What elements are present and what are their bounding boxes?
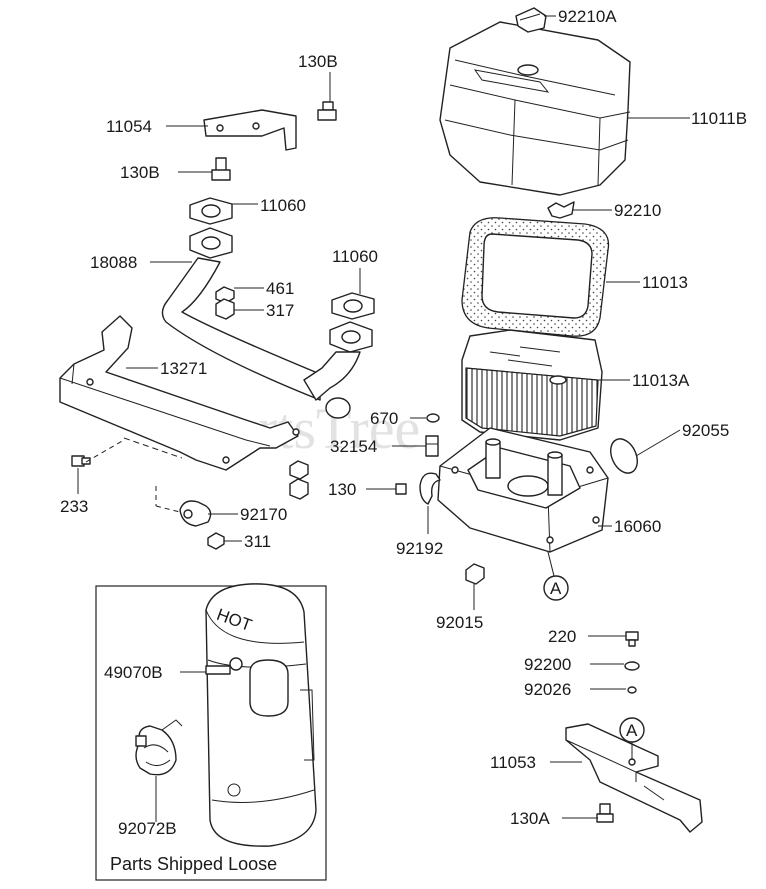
gasket-upper <box>189 197 233 225</box>
nut-b <box>289 478 309 500</box>
small-washer <box>426 413 440 423</box>
loose-parts-caption: Parts Shipped Loose <box>110 854 277 874</box>
paper-element <box>461 329 603 441</box>
label-220: 220 <box>548 627 576 646</box>
ref-a-lower-label: A <box>626 721 638 740</box>
bolt-233 <box>71 455 91 467</box>
label-11053: 11053 <box>490 753 536 772</box>
label-670: 670 <box>370 409 398 428</box>
cover-knob <box>515 7 547 33</box>
reference-circle-lower: A <box>619 717 645 743</box>
bracket-11053 <box>565 723 703 833</box>
label-233: 233 <box>60 497 88 516</box>
flange-nut <box>465 563 485 585</box>
label-11011b: 11011B <box>691 109 747 128</box>
label-130b-top: 130B <box>298 52 338 71</box>
ref-a-upper-label: A <box>550 579 562 598</box>
label-49070b: 49070B <box>104 663 163 682</box>
washer-461 <box>215 286 235 304</box>
label-317: 317 <box>266 301 294 320</box>
bolt-130a <box>596 803 614 823</box>
label-11013a: 11013A <box>632 371 690 390</box>
bolt-220 <box>625 631 639 647</box>
label-13271: 13271 <box>160 359 207 378</box>
label-16060: 16060 <box>614 517 661 536</box>
bracket-11054 <box>203 109 297 151</box>
label-92170: 92170 <box>240 505 287 524</box>
label-92192: 92192 <box>396 539 443 558</box>
bolt-130b-upper <box>317 101 337 121</box>
label-311: 311 <box>244 532 271 551</box>
foam-precleaner <box>461 217 610 337</box>
label-11060-lower: 11060 <box>332 247 378 266</box>
callout-labels: 92210A 11011B 130B 11054 130B 11060 9221… <box>60 7 747 838</box>
reference-circle-upper: A <box>543 575 569 601</box>
clamp-92170 <box>179 500 212 527</box>
muffler: HOT <box>205 583 317 847</box>
leader-lines <box>77 15 690 819</box>
label-92026: 92026 <box>524 680 571 699</box>
exhaust-pipe <box>161 227 373 419</box>
label-18088: 18088 <box>90 253 137 272</box>
nut-311 <box>207 532 225 550</box>
label-11013: 11013 <box>642 273 688 292</box>
label-92200: 92200 <box>524 655 571 674</box>
breather-fitting <box>425 435 439 457</box>
label-461: 461 <box>266 279 294 298</box>
air-cleaner-base <box>437 427 609 553</box>
label-130: 130 <box>328 480 356 499</box>
gasket-lower <box>331 292 375 320</box>
bolt-130b-lower <box>211 157 231 181</box>
label-32154: 32154 <box>330 437 377 456</box>
label-130a: 130A <box>510 809 550 828</box>
label-11060-upper: 11060 <box>260 196 306 215</box>
loose-parts-box: Parts Shipped Loose <box>95 585 327 881</box>
air-cleaner-cover <box>439 21 631 196</box>
small-bolt <box>395 483 407 495</box>
label-92055: 92055 <box>682 421 729 440</box>
label-130b-left: 130B <box>120 163 160 182</box>
label-92210: 92210 <box>614 201 661 220</box>
o-ring <box>610 438 638 474</box>
wing-nut <box>547 201 575 219</box>
collar-92026 <box>627 686 637 694</box>
label-92072b: 92072B <box>118 819 177 838</box>
label-92015: 92015 <box>436 613 483 632</box>
heat-shield <box>59 315 300 471</box>
washer-92200 <box>624 661 640 671</box>
nut-a <box>289 460 309 480</box>
loose-leaders <box>155 671 206 822</box>
nut-317 <box>215 298 235 320</box>
breather-hose <box>419 472 441 505</box>
label-92210a: 92210A <box>558 7 617 26</box>
label-11054: 11054 <box>106 117 152 136</box>
muffler-clamp <box>135 719 183 776</box>
